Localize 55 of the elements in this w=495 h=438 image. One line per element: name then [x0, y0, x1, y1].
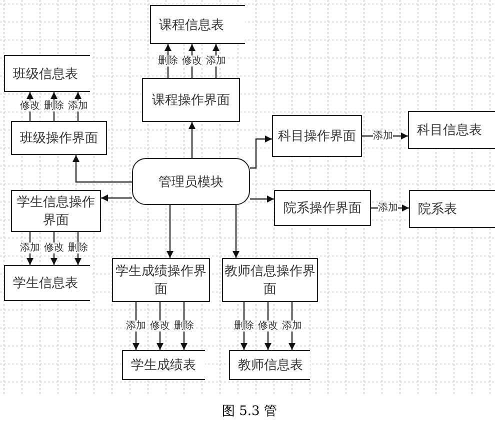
process-box: 班级操作界面 — [11, 121, 107, 155]
process-box: 教师信息操作界面 — [222, 258, 318, 302]
process-box: 科目操作界面 — [272, 115, 362, 157]
process-box: 学生成绩操作界面 — [112, 258, 210, 302]
data-store: 院系表 — [409, 190, 495, 228]
arrow — [72, 155, 132, 183]
arrow — [240, 302, 248, 350]
process-box: 学生信息操作界面 — [11, 190, 101, 232]
arrow — [188, 44, 196, 78]
arrow — [50, 92, 58, 121]
edge-label: 添加 — [282, 320, 302, 332]
arrow — [101, 194, 132, 202]
data-store: 科目信息表 — [408, 111, 495, 149]
data-store: 课程信息表 — [150, 5, 245, 44]
arrow — [164, 44, 172, 78]
arrow — [50, 232, 58, 265]
arrow — [74, 232, 82, 265]
edge-label: 添加 — [126, 320, 146, 332]
arrow — [232, 205, 240, 258]
arrow — [132, 302, 140, 350]
process-box: 课程操作界面 — [142, 78, 240, 122]
edge-label: 修改 — [20, 100, 40, 112]
arrow — [26, 232, 34, 265]
edge-label: 添加 — [20, 242, 40, 254]
arrow — [212, 44, 220, 78]
arrow — [166, 205, 174, 258]
edge-label: 修改 — [258, 320, 278, 332]
data-store: 班级信息表 — [4, 55, 90, 92]
module-box: 管理员模块 — [132, 158, 250, 205]
edge-label: 添加 — [378, 202, 398, 214]
edge-label: 添加 — [206, 56, 226, 66]
edge-label: 删除 — [158, 56, 178, 66]
arrow — [156, 302, 164, 350]
edge-label: 修改 — [182, 56, 202, 66]
process-box: 院系操作界面 — [274, 190, 371, 226]
edge-label: 修改 — [150, 320, 170, 332]
arrow — [250, 196, 274, 202]
arrow — [26, 92, 34, 121]
figure-caption: 图 5.3 管 — [222, 403, 277, 420]
edge-label: 删除 — [174, 320, 194, 332]
edge-label: 添加 — [373, 130, 393, 142]
arrow — [250, 136, 272, 169]
data-store: 学生信息表 — [4, 265, 90, 301]
data-store: 教师信息表 — [229, 350, 310, 380]
arrow — [188, 122, 196, 158]
edge-label: 删除 — [234, 320, 254, 332]
edge-label: 删除 — [68, 242, 88, 254]
edge-label: 删除 — [44, 100, 64, 112]
edge-label: 修改 — [44, 242, 64, 254]
arrow — [264, 302, 272, 350]
arrow — [74, 92, 82, 121]
edge-label: 添加 — [68, 100, 88, 112]
arrow — [180, 302, 188, 350]
data-store: 学生成绩表 — [122, 350, 205, 380]
arrow — [288, 302, 296, 350]
